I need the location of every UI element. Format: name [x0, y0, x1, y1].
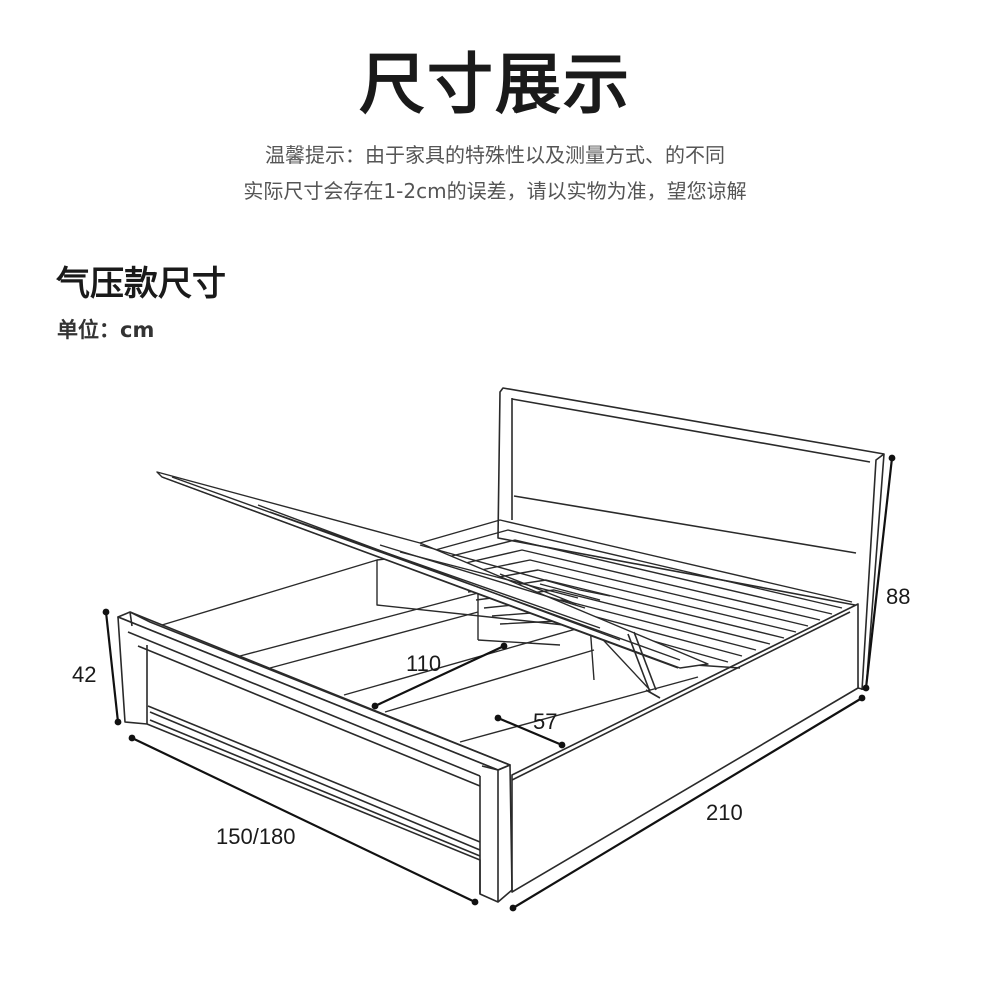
dim-line-110 — [371, 642, 508, 710]
dim-label-150-180: 150/180 — [216, 824, 296, 849]
tip-line-1: 温馨提示：由于家具的特殊性以及测量方式、的不同 — [265, 143, 725, 167]
side-rail-right — [511, 603, 859, 893]
unit-label: 单位：cm — [57, 318, 155, 342]
bed-drawing — [117, 387, 885, 903]
dim-line-150-180 — [128, 734, 479, 906]
dim-label-88: 88 — [886, 584, 910, 609]
dim-line-57 — [494, 714, 566, 749]
page-title: 尺寸展示 — [359, 46, 631, 123]
dimension-lines — [102, 454, 896, 912]
footboard — [117, 611, 513, 903]
gas-strut — [627, 631, 661, 699]
lift-platform — [156, 471, 709, 669]
tip-line-2: 实际尺寸会存在1-2cm的误差，请以实物为准，望您谅解 — [243, 179, 747, 203]
dim-line-210 — [509, 694, 866, 912]
dim-label-210: 210 — [706, 800, 743, 825]
dim-line-88 — [862, 454, 896, 692]
dim-label-110: 110 — [406, 651, 441, 676]
section-title: 气压款尺寸 — [56, 264, 226, 304]
dim-label-57: 57 — [533, 709, 557, 734]
dim-label-42: 42 — [72, 662, 96, 687]
dim-line-42 — [102, 608, 122, 726]
